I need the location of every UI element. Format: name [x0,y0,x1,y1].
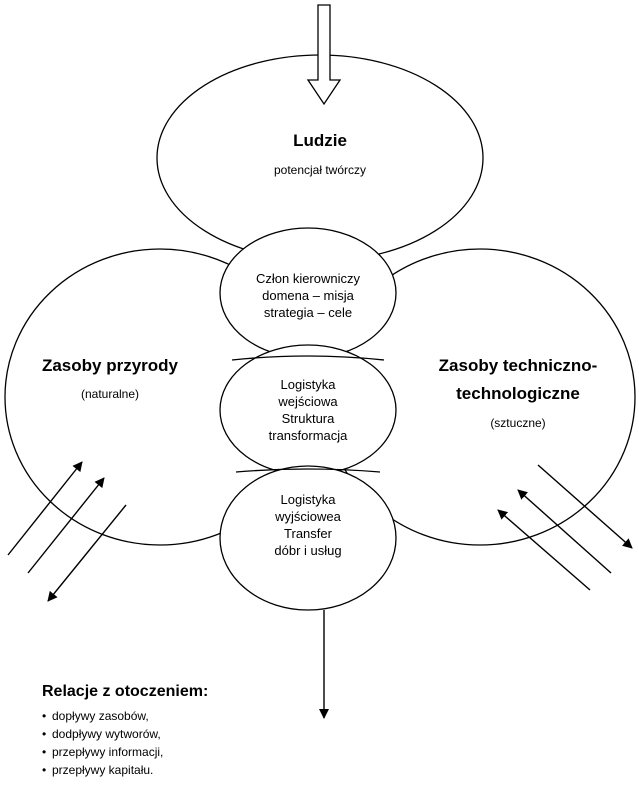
left-arrow-1 [7,461,83,556]
legend-title: Relacje z otoczeniem: [42,683,209,700]
legend-item: przepływy kapitału. [42,761,208,779]
right-circle-subtitle: (sztuczne) [490,416,546,430]
center-top-line-2: domena – misja [262,288,354,303]
legend: Relacje z otoczeniem: dopływy zasobów, d… [42,683,208,779]
top-circle-title: Ludzie [293,131,347,150]
center-bottom-line-3: Transfer [284,526,332,541]
right-arrow-2 [517,489,612,574]
center-bottom-line-2: wyjściowea [275,509,341,524]
center-top-text: Człon kierowniczy domena – misja strateg… [218,270,398,321]
center-bottom-bubble [219,465,397,611]
input-arrow [306,4,342,106]
left-arrow-2 [27,477,105,574]
center-bottom-line-1: Logistyka [280,492,336,507]
top-circle-subtitle: potencjał twórczy [273,163,367,177]
legend-item: przepływy informacji, [42,743,208,761]
center-middle-line-1: Logistyka [280,377,336,392]
center-bottom-text: Logistyka wyjściowea Transfer dóbr i usł… [218,491,398,559]
right-arrow-1 [537,464,633,549]
center-middle-text: Logistyka wejściowa Struktura transforma… [218,376,398,444]
center-top-line-3: strategia – cele [263,305,353,320]
left-circle-title: Zasoby przyrody [41,356,179,375]
legend-list: dopływy zasobów, dodpływy wytworów, prze… [42,707,208,779]
center-middle-line-4: transformacja [268,428,348,443]
right-arrow-3 [497,509,591,591]
center-top-line-1: Człon kierowniczy [255,271,361,286]
left-arrow-3 [47,504,127,602]
legend-item: dodpływy wytworów, [42,725,208,743]
right-circle-title-line1: Zasoby techniczno- [438,356,598,375]
center-middle-line-2: wejściowa [278,394,338,409]
left-circle-subtitle: (naturalne) [80,387,140,401]
right-circle-title-line2: technologiczne [456,384,580,403]
legend-item: dopływy zasobów, [42,707,208,725]
center-middle-line-3: Struktura [281,411,335,426]
center-bottom-line-4: dóbr i usług [274,543,342,558]
